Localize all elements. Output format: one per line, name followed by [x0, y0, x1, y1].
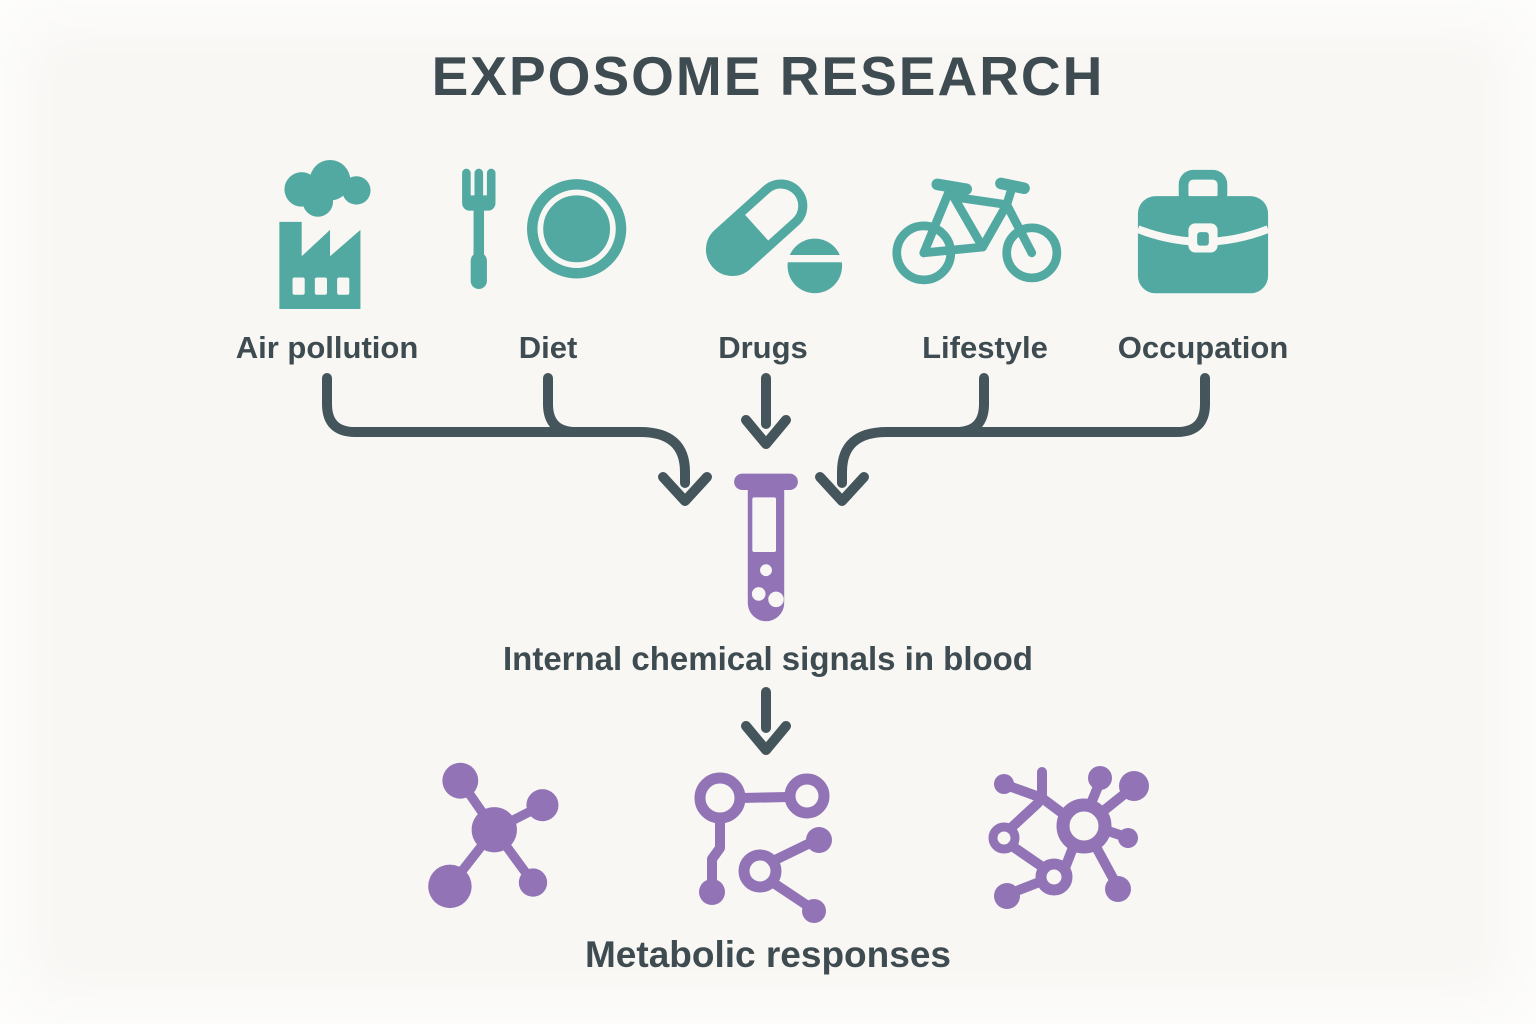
- exposure-lifestyle: Lifestyle: [870, 140, 1100, 366]
- pills-icon: [648, 140, 878, 330]
- page-title: EXPOSOME RESEARCH: [431, 45, 1105, 107]
- exposure-label: Occupation: [1117, 330, 1289, 365]
- test-tube-icon: [725, 470, 807, 639]
- briefcase-icon: [1088, 140, 1318, 330]
- right-bracket-arrowhead: [815, 472, 869, 506]
- exposure-label: Drugs: [718, 330, 808, 365]
- exposure-occupation: Occupation: [1088, 140, 1318, 366]
- right-bracket-arrow: [837, 373, 1210, 488]
- center-arrowhead: [741, 415, 791, 449]
- down-arrowhead: [741, 721, 791, 755]
- fork-plate-icon: [433, 140, 663, 330]
- molecule-simple-icon: [398, 752, 634, 937]
- diet-stub-arrow: [543, 373, 581, 437]
- metabolic-responses-label: Metabolic responses: [584, 934, 951, 975]
- molecule-chain-icon: [672, 760, 892, 935]
- internal-signals-label: Internal chemical signals in blood: [503, 640, 1033, 677]
- left-bracket-arrow: [322, 373, 690, 488]
- molecule-network-icon: [962, 748, 1202, 937]
- exposure-air-pollution: Air pollution: [212, 140, 442, 366]
- factory-icon: [212, 140, 442, 330]
- exposure-drugs: Drugs: [648, 140, 878, 366]
- exposure-diet: Diet: [433, 140, 663, 366]
- bicycle-icon: [870, 140, 1100, 330]
- lifestyle-stub-arrow: [951, 373, 989, 437]
- left-bracket-arrowhead: [658, 472, 712, 506]
- exposure-label: Diet: [518, 330, 578, 365]
- exposure-label: Lifestyle: [922, 330, 1048, 365]
- exposure-label: Air pollution: [235, 330, 419, 365]
